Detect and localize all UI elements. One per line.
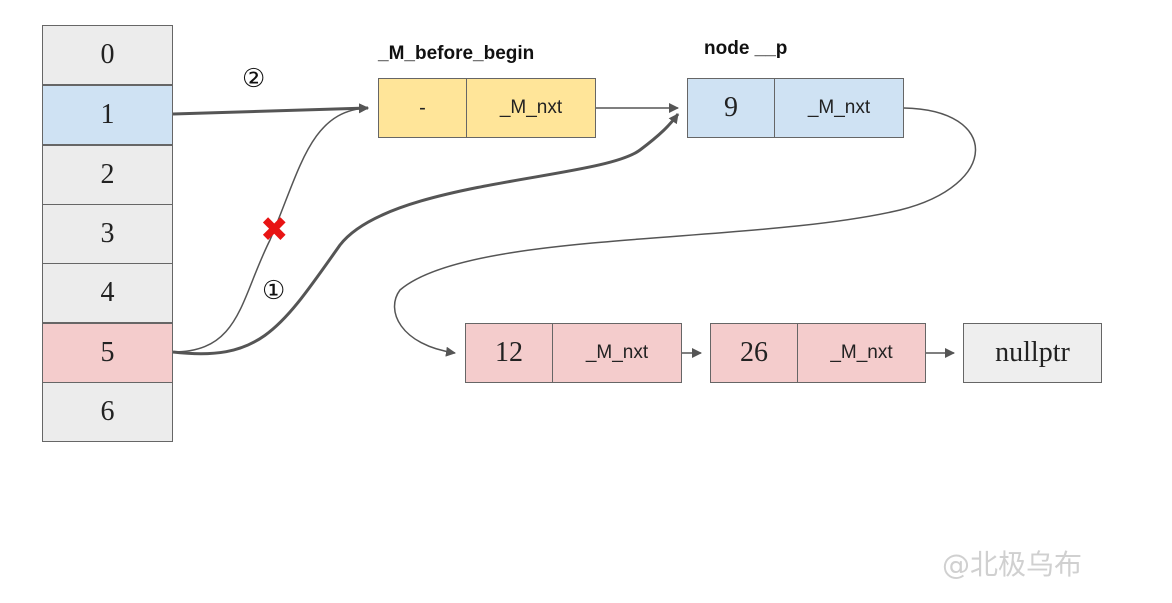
nullptr-box: nullptr (963, 323, 1102, 383)
bucket-5: 5 (42, 323, 173, 383)
arrow-bucket1-to-before-begin (172, 103, 369, 116)
before-begin-label: _M_before_begin (378, 43, 535, 64)
node-26: 26 _M_nxt (710, 323, 926, 383)
arrow-bucket5-to-node-p (172, 113, 680, 356)
node-26-next: _M_nxt (830, 342, 893, 363)
node-26-value: 26 (711, 324, 798, 382)
step-2-marker: ② (242, 64, 266, 94)
node-p-next: _M_nxt (807, 97, 871, 118)
arrow-node-p-to-node-12 (393, 107, 977, 357)
before-begin-value: - (379, 79, 467, 137)
bucket-1: 1 (42, 85, 173, 145)
bucket-2: 2 (42, 145, 173, 205)
step-1-marker: ① (262, 276, 286, 306)
before-begin-next: _M_nxt (499, 97, 563, 118)
node-12-value: 12 (466, 324, 553, 382)
bucket-4: 4 (42, 263, 173, 323)
bucket-0: 0 (42, 25, 173, 85)
before-begin-node: - _M_nxt (378, 78, 596, 138)
node-p: 9 _M_nxt (687, 78, 904, 138)
node-12-next: _M_nxt (585, 342, 649, 363)
bucket-6: 6 (42, 382, 173, 442)
node-p-value: 9 (688, 79, 775, 137)
node-p-label: node __p (704, 38, 788, 59)
cross-icon: ✖ (260, 210, 289, 250)
bucket-3: 3 (42, 204, 173, 264)
arrow-bucket5-to-before-begin-old (172, 103, 369, 353)
watermark: @北极乌布 (942, 548, 1083, 581)
node-12: 12 _M_nxt (465, 323, 682, 383)
